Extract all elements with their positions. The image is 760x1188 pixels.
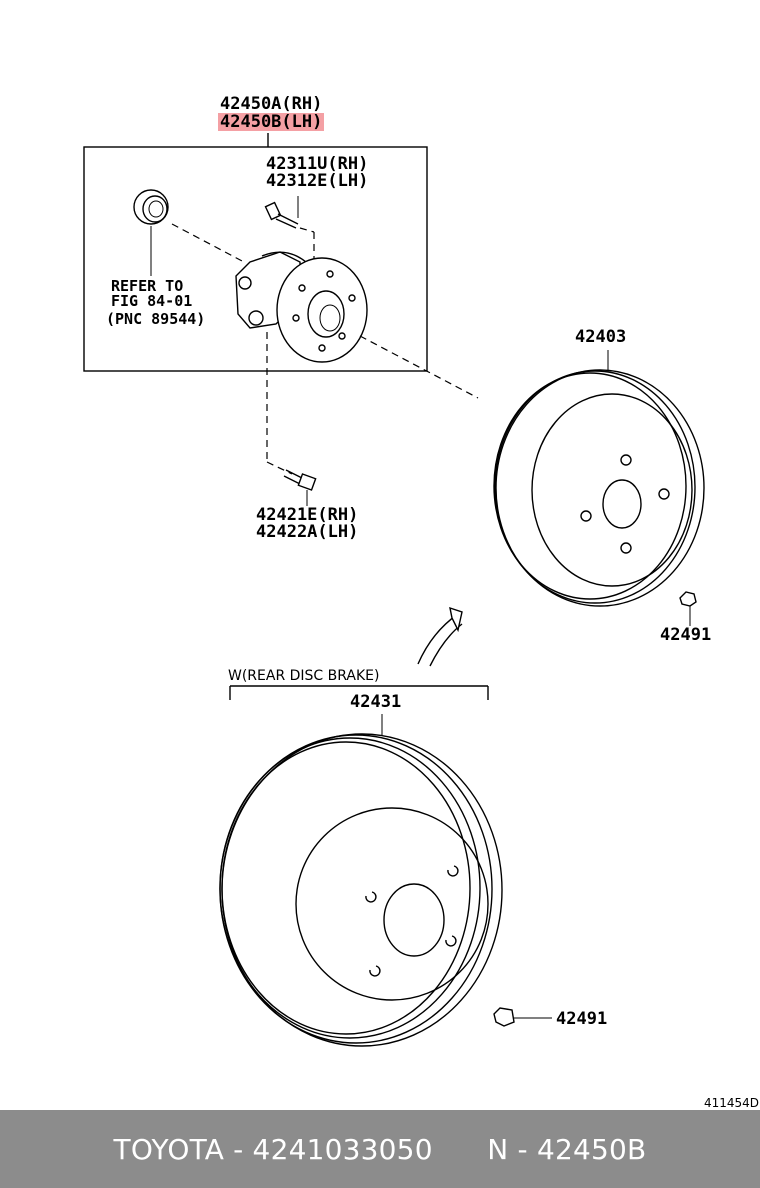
hub-to-drum-leader bbox=[359, 335, 479, 399]
mount-bolt-rh-label: 42421E(RH) bbox=[256, 505, 359, 525]
refer-line-3: (PNC 89544) bbox=[106, 310, 206, 328]
hub-rh-label: 42450A(RH) bbox=[220, 94, 323, 114]
drum-label: 42403 bbox=[575, 327, 627, 347]
bolt-lh-label: 42312E(LH) bbox=[266, 171, 369, 191]
disc-label: 42431 bbox=[350, 692, 402, 712]
plug-lower-label: 42491 bbox=[556, 1009, 608, 1029]
hub-lh-label-highlighted: 42450B(LH) bbox=[218, 112, 325, 132]
bearing-leader bbox=[171, 223, 245, 263]
plug-lower-part bbox=[493, 1007, 552, 1027]
brake-drum-part bbox=[493, 350, 705, 607]
hub-part bbox=[235, 251, 368, 363]
disc-arrow bbox=[417, 606, 463, 667]
plug-upper-label: 42491 bbox=[660, 625, 712, 645]
hub-bolt-part bbox=[264, 196, 315, 262]
refer-line-1: REFER TO bbox=[111, 277, 184, 295]
disc-condition-label: W(REAR DISC BRAKE) bbox=[228, 668, 380, 684]
mount-bolt-part bbox=[283, 469, 317, 506]
parts-diagram bbox=[83, 133, 705, 1047]
footer-part-number: TOYOTA - 4241033050 N - 42450B bbox=[113, 1132, 647, 1166]
hub-assembly-box bbox=[83, 133, 428, 372]
mount-bolt-lh-label: 42422A(LH) bbox=[256, 522, 359, 542]
footer-bar: TOYOTA - 4241033050 N - 42450B bbox=[0, 1110, 760, 1188]
bearing-part bbox=[133, 189, 169, 276]
brake-disc-part bbox=[219, 733, 503, 1047]
disc-bracket bbox=[229, 685, 489, 736]
bolt-rh-label: 42311U(RH) bbox=[266, 154, 369, 174]
plug-upper-part bbox=[679, 591, 697, 626]
refer-line-2: FIG 84-01 bbox=[111, 292, 193, 310]
figure-code-label: 411454D bbox=[704, 1096, 760, 1110]
